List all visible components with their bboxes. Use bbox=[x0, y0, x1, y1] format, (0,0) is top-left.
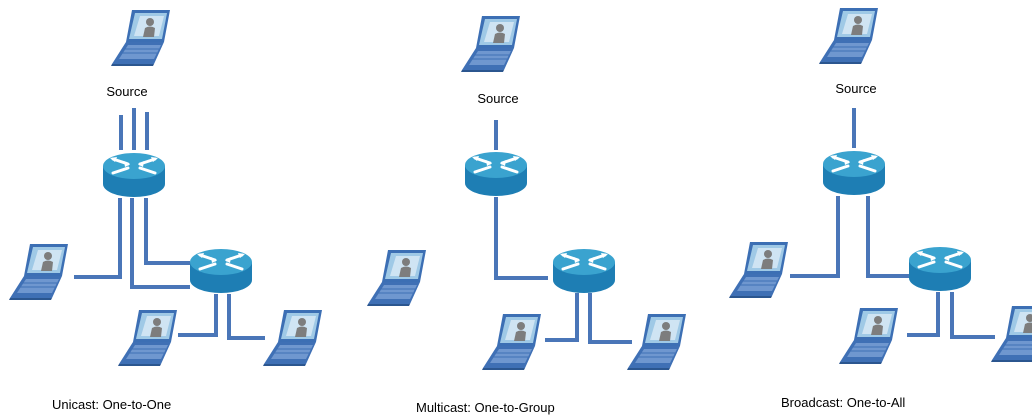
router-icon bbox=[463, 150, 529, 198]
laptop-icon bbox=[366, 249, 427, 307]
links bbox=[790, 108, 995, 339]
links bbox=[74, 108, 265, 340]
source-label: Source bbox=[477, 91, 518, 106]
laptop-icon bbox=[8, 243, 69, 301]
link-line bbox=[178, 294, 218, 337]
router-icon bbox=[551, 247, 617, 295]
router-icon bbox=[188, 247, 254, 295]
source-label: Source bbox=[106, 84, 147, 99]
link-line bbox=[907, 292, 940, 337]
router-icon bbox=[907, 245, 973, 293]
links bbox=[494, 120, 632, 344]
unicast-panel: Source Unicast: One-to-One bbox=[8, 9, 323, 412]
laptop-icon bbox=[262, 309, 323, 367]
laptop-icon bbox=[481, 313, 542, 371]
multicast-panel: Source Multicast: One-to-Group bbox=[366, 15, 687, 415]
link-line bbox=[494, 197, 548, 280]
source-label: Source bbox=[835, 81, 876, 96]
link-line bbox=[130, 198, 190, 289]
link-line bbox=[545, 293, 579, 342]
link-line bbox=[74, 198, 122, 279]
link-line bbox=[588, 293, 632, 344]
laptop-icon bbox=[460, 15, 521, 73]
router-icon bbox=[101, 151, 167, 199]
link-line bbox=[144, 198, 190, 265]
laptop-icon bbox=[818, 7, 879, 65]
laptop-icon bbox=[110, 9, 171, 67]
laptop-icon bbox=[728, 241, 789, 299]
laptop-icon bbox=[838, 307, 899, 365]
link-line bbox=[790, 196, 840, 278]
laptop-icon bbox=[117, 309, 178, 367]
link-line bbox=[866, 196, 910, 278]
laptop-icon bbox=[990, 305, 1032, 363]
panel-caption: Multicast: One-to-Group bbox=[416, 400, 555, 415]
router-icon bbox=[821, 149, 887, 197]
broadcast-panel: Source Broadcast: One-to-All bbox=[728, 7, 1032, 410]
panel-caption: Unicast: One-to-One bbox=[52, 397, 171, 412]
panel-caption: Broadcast: One-to-All bbox=[781, 395, 905, 410]
link-line bbox=[950, 292, 995, 339]
laptop-icon bbox=[626, 313, 687, 371]
link-line bbox=[227, 294, 265, 340]
